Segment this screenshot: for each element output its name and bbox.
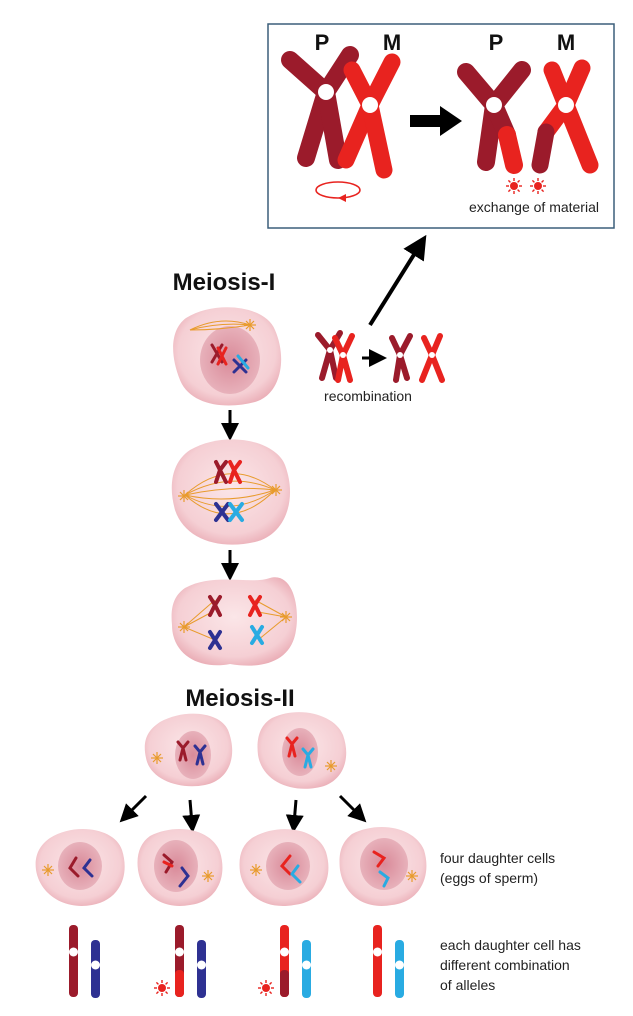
split-arrow-icon xyxy=(285,799,304,833)
alleles-note-line3: of alleles xyxy=(440,977,495,993)
zoom-arrow-icon xyxy=(368,234,427,327)
crossover-inset: P M P M exchange of materia xyxy=(267,23,615,229)
recombination-label: recombination xyxy=(324,388,412,404)
split-arrow-icon xyxy=(182,799,201,833)
split-arrow-icon xyxy=(338,794,367,823)
meiosis-ii-cell-left xyxy=(144,713,233,787)
daughter-note-line2: (eggs of sperm) xyxy=(440,870,538,886)
daughter-cell xyxy=(239,829,329,907)
alleles-note-line1: each daughter cell has xyxy=(440,937,581,953)
allele-bars xyxy=(69,925,404,998)
paternal-chromosome-before xyxy=(281,46,359,169)
daughter-note-line1: four daughter cells xyxy=(440,850,555,866)
exchange-marker-icon xyxy=(257,979,275,997)
meiosis-ii-title: Meiosis-II xyxy=(185,685,294,712)
inset-label-p-after: P xyxy=(489,30,504,55)
meiosis-i-title: Meiosis-I xyxy=(173,269,276,296)
daughter-cell xyxy=(339,827,427,906)
daughter-cell xyxy=(35,828,125,906)
inset-label-m-after: M xyxy=(557,30,575,55)
twist-arrow-icon xyxy=(315,181,361,202)
metaphase-cell xyxy=(171,439,291,545)
alleles-note-line2: different combination xyxy=(440,957,570,973)
maternal-chromosome-before xyxy=(337,53,401,179)
recombination-illustration xyxy=(315,330,445,383)
paternal-chromosome-after xyxy=(457,61,531,174)
maternal-chromosome-after xyxy=(531,59,599,174)
inset-caption: exchange of material xyxy=(469,199,599,215)
prophase-cell xyxy=(173,307,282,406)
anaphase-cell xyxy=(171,577,297,666)
inset-arrow-icon xyxy=(410,106,462,136)
inset-label-p-before: P xyxy=(315,30,330,55)
daughter-cell xyxy=(137,829,223,906)
exchange-marker-icon xyxy=(529,177,547,195)
meiosis-ii-cell-right xyxy=(257,712,347,789)
exchange-marker-icon xyxy=(153,979,171,997)
split-arrow-icon xyxy=(119,794,148,823)
inset-label-m-before: M xyxy=(383,30,401,55)
